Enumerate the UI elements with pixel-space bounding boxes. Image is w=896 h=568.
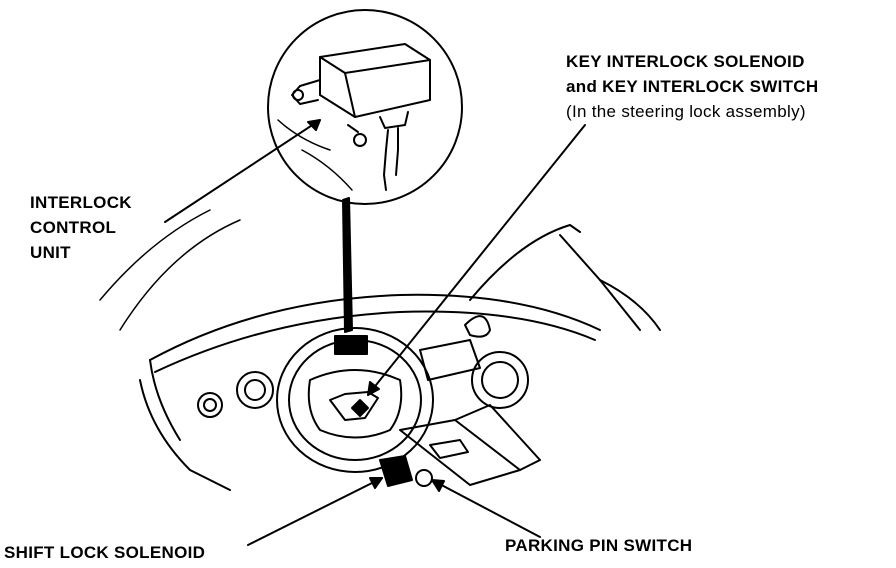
leader-shift-lock <box>247 477 383 546</box>
key-interlock-label-line3: (In the steering lock assembly) <box>566 102 806 121</box>
parking-pin-switch-part <box>415 469 433 487</box>
inset-pointer <box>342 197 353 333</box>
detail-inset <box>267 9 463 205</box>
parking-pin-label: PARKING PIN SWITCH <box>505 536 693 555</box>
shift-lock-block <box>379 455 413 487</box>
leader-lines <box>164 119 586 546</box>
leader-key-interlock <box>367 124 586 396</box>
interlock-label-line2: CONTROL <box>30 218 117 237</box>
leader-interlock-unit <box>164 119 321 223</box>
steering-wheel <box>276 327 434 487</box>
interlock-label-line1: INTERLOCK <box>30 193 132 212</box>
leader-parking-pin <box>431 479 541 538</box>
control-unit-box <box>319 43 431 118</box>
key-lock-marker <box>351 399 369 417</box>
key-interlock-label-line2: and KEY INTERLOCK SWITCH <box>566 77 819 96</box>
control-unit-block <box>334 335 368 355</box>
interlock-label-line3: UNIT <box>30 243 71 262</box>
inset-circle <box>267 9 463 205</box>
dashboard <box>99 209 661 491</box>
key-interlock-label-line1: KEY INTERLOCK SOLENOID <box>566 52 805 71</box>
shift-lock-label: SHIFT LOCK SOLENOID <box>4 543 206 562</box>
